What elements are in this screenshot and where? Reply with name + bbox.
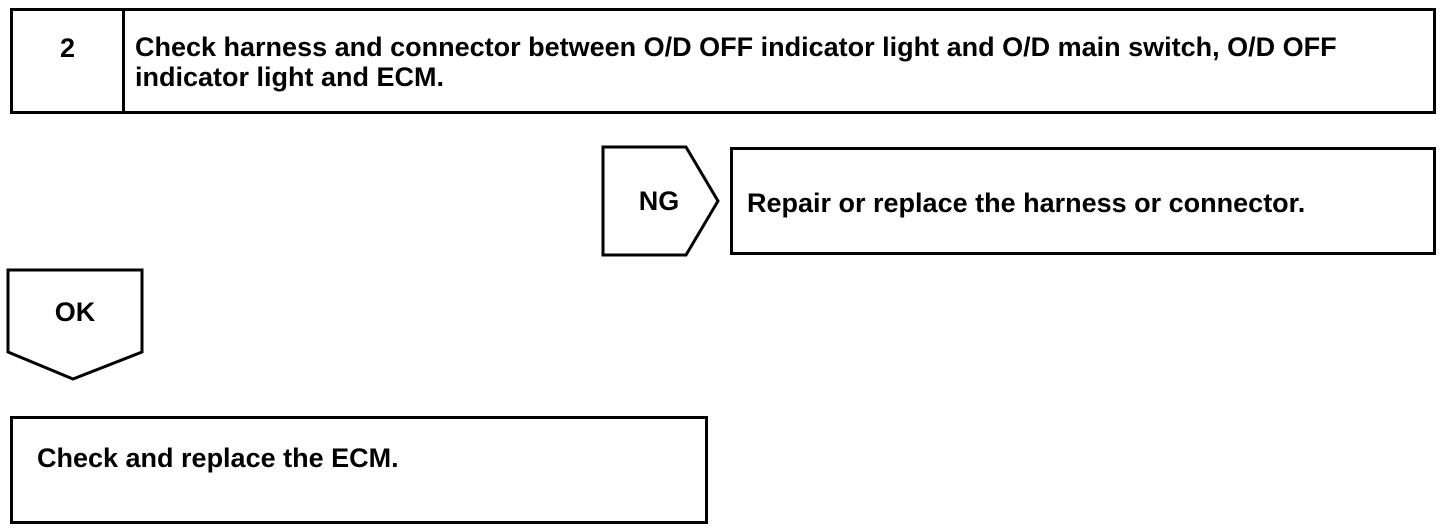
ng-label: NG [638,186,680,216]
step-number-cell: 2 [13,11,125,111]
ng-result-text: Repair or replace the harness or connect… [747,188,1306,218]
step-title: Check harness and connector between O/D … [135,32,1337,92]
ok-result-text: Check and replace the ECM. [37,443,399,473]
step-header-box: 2 Check harness and connector between O/… [10,8,1436,114]
ok-label: OK [54,297,96,327]
ng-result-box: Repair or replace the harness or connect… [730,147,1436,255]
step-number: 2 [59,33,76,63]
ok-result-box: Check and replace the ECM. [10,416,708,524]
